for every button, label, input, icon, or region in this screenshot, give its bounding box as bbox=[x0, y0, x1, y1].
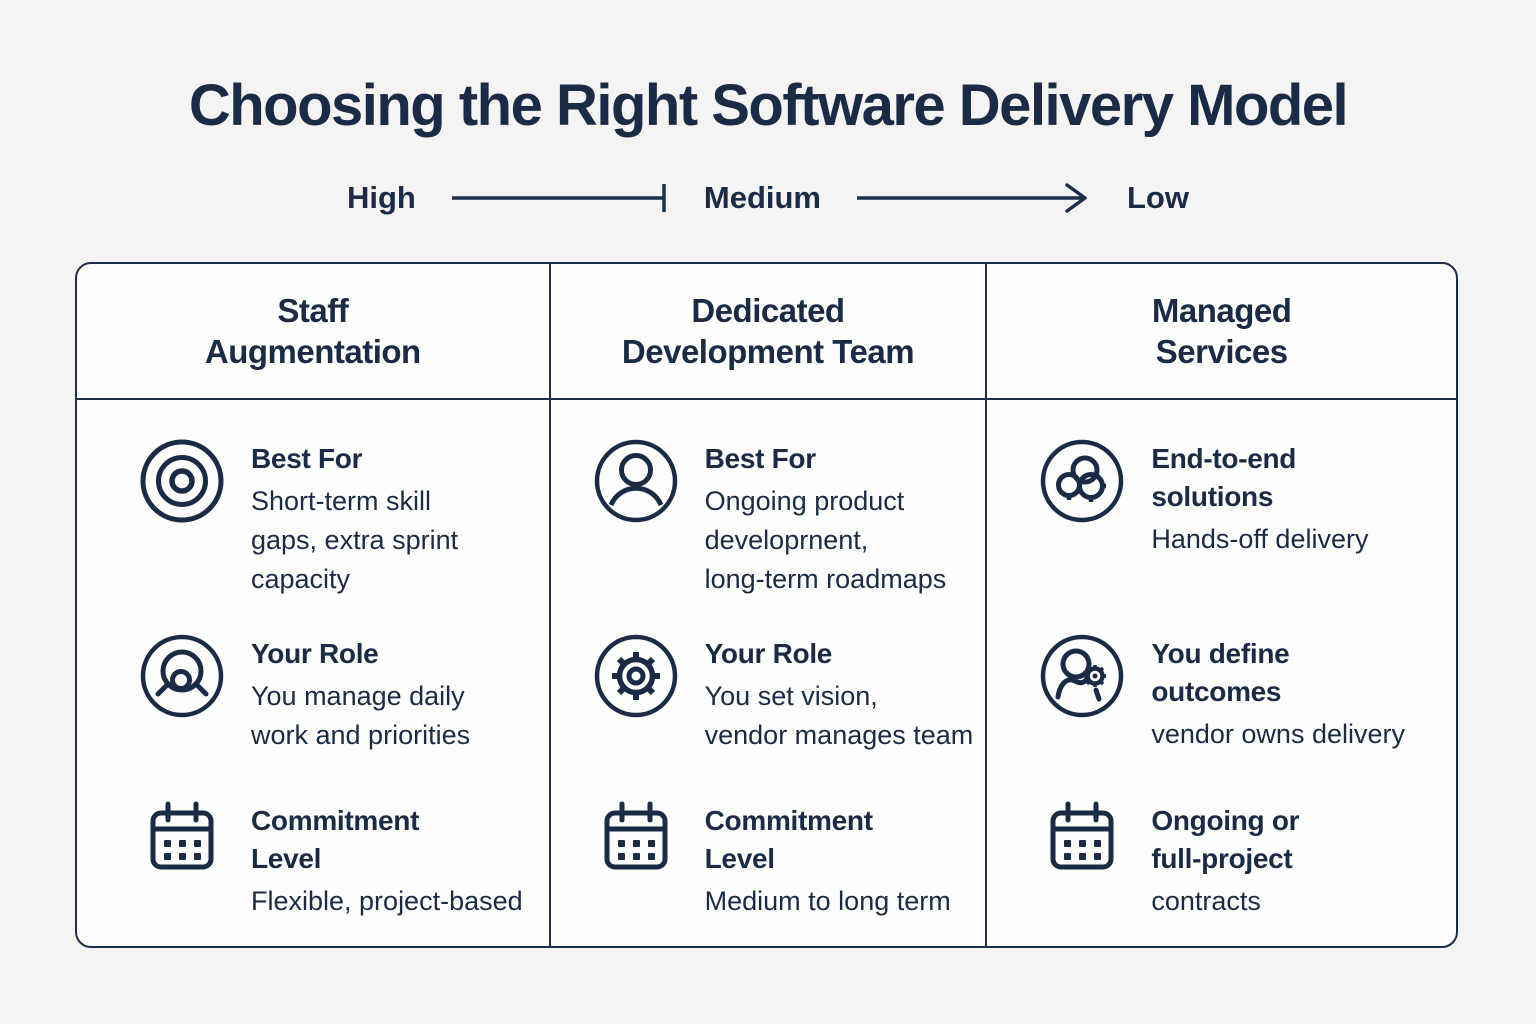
feature-commitment-level: Commitment Level Medium to long term bbox=[581, 800, 986, 921]
feature-desc: Short-term skill gaps, extra sprint capa… bbox=[251, 485, 459, 595]
gear-icon bbox=[581, 633, 691, 719]
feature-end-to-end: End-to-end solutions Hands-off delivery bbox=[1027, 438, 1456, 633]
calendar-icon bbox=[1027, 800, 1137, 876]
feature-title: End-to-end solutions bbox=[1151, 443, 1297, 512]
feature-title: Commitment Level bbox=[704, 805, 873, 874]
column-body: Best For Ongoing product developrnent, l… bbox=[551, 400, 986, 946]
comparison-table: Staff Augmentation Best For Short-term s… bbox=[75, 262, 1458, 948]
feature-best-for: Best For Ongoing product developrnent, l… bbox=[581, 438, 986, 633]
feature-desc: Flexible, project-based bbox=[251, 885, 523, 916]
feature-desc: Ongoing product developrnent, long-term … bbox=[704, 485, 947, 595]
feature-contracts: Ongoing or full-project contracts bbox=[1027, 800, 1456, 921]
column-staff-augmentation: Staff Augmentation Best For Short-term s… bbox=[77, 264, 549, 946]
feature-title: Ongoing or full-project bbox=[1151, 805, 1300, 874]
feature-your-role: Your Role You manage daily work and prio… bbox=[127, 633, 549, 800]
commitment-scale: High Medium Low bbox=[0, 180, 1536, 216]
feature-best-for: Best For Short-term skill gaps, extra sp… bbox=[127, 438, 549, 633]
calendar-icon bbox=[581, 800, 691, 876]
page-title: Choosing the Right Software Delivery Mod… bbox=[188, 73, 1349, 138]
feature-title: Your Role bbox=[251, 638, 379, 669]
target-icon bbox=[127, 438, 237, 524]
feature-title: You define outcomes bbox=[1151, 638, 1290, 707]
feature-desc: contracts bbox=[1151, 885, 1261, 916]
column-body: Best For Short-term skill gaps, extra sp… bbox=[77, 400, 549, 946]
cluster-icon bbox=[1027, 438, 1137, 524]
feature-title: Best For bbox=[704, 443, 816, 474]
feature-desc: You set vision, vendor manages team bbox=[704, 680, 974, 750]
column-header: Dedicated Development Team bbox=[550, 264, 986, 400]
column-header: Staff Augmentation bbox=[77, 264, 549, 400]
feature-desc: Hands-off delivery bbox=[1151, 523, 1369, 554]
feature-desc: Medium to long term bbox=[704, 885, 951, 916]
column-managed-services: Managed Services bbox=[985, 264, 1456, 946]
person-gear-icon bbox=[1027, 633, 1137, 719]
feature-title: Best For bbox=[251, 443, 363, 474]
scale-low-label: Low bbox=[1127, 180, 1189, 215]
column-header: Managed Services bbox=[987, 264, 1456, 400]
scale-high-label: High bbox=[347, 180, 416, 215]
feature-your-role: Your Role You set vision, vendor manages… bbox=[581, 633, 986, 800]
feature-title: Your Role bbox=[704, 638, 833, 669]
person-search-icon bbox=[127, 633, 237, 719]
calendar-icon bbox=[127, 800, 237, 876]
feature-desc: vendor owns delivery bbox=[1151, 718, 1405, 749]
scale-medium-label: Medium bbox=[703, 180, 821, 215]
user-icon bbox=[581, 438, 691, 524]
scale-arrow-tick-icon bbox=[450, 180, 670, 216]
feature-title: Commitment Level bbox=[251, 805, 420, 874]
feature-you-define-outcomes: You define outcomes vendor owns delivery bbox=[1027, 633, 1456, 800]
column-dedicated-development-team: Dedicated Development Team Best For Ongo… bbox=[548, 264, 986, 946]
feature-desc: You manage daily work and priorities bbox=[251, 680, 471, 750]
scale-arrow-head-icon bbox=[855, 180, 1093, 216]
column-body: End-to-end solutions Hands-off delivery bbox=[987, 400, 1456, 946]
feature-commitment-level: Commitment Level Flexible, project-based bbox=[127, 800, 549, 921]
